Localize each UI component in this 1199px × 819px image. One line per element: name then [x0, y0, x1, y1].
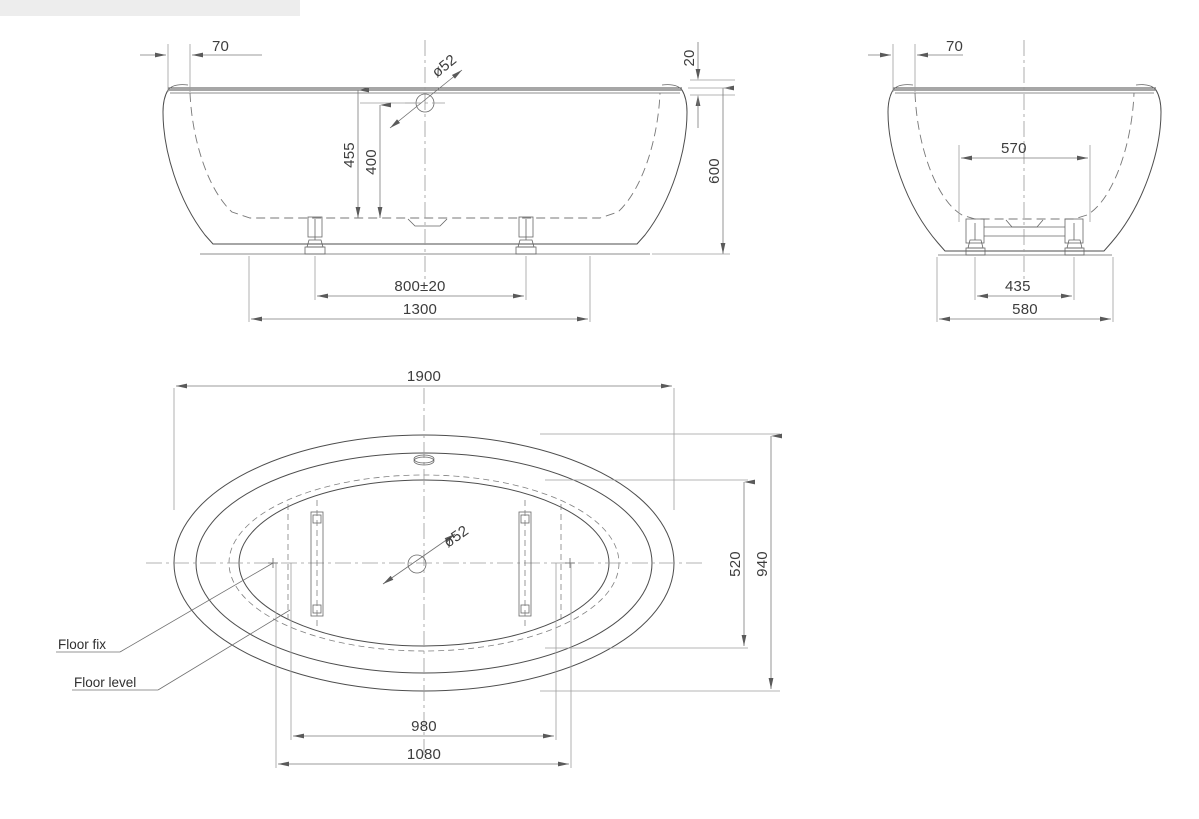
dim-520-label: 520	[727, 551, 744, 577]
rim-left-corner-side	[892, 84, 914, 91]
dim-1300-label: 1300	[403, 301, 437, 318]
dim-800-label: 800±20	[394, 278, 445, 295]
overflow-hole-plan-inner	[413, 456, 435, 466]
dim-520-arrow-bottom	[741, 635, 747, 646]
bath-outer-profile-side	[887, 89, 1162, 252]
leg-bracket-right	[1064, 218, 1084, 244]
dim-20-arrow-down	[695, 69, 701, 80]
leg-right-side	[1064, 223, 1085, 256]
dim-940-arrow-bottom	[768, 678, 774, 689]
leg-right-front	[515, 216, 537, 255]
dim-1080-label: 1080	[407, 746, 441, 763]
leg-left-side	[965, 223, 986, 256]
scan-artifact-band	[0, 0, 300, 16]
dim-435-label: 435	[1005, 278, 1031, 295]
floor-fix-leader	[119, 562, 274, 653]
inner-bowl-hidden-side	[914, 92, 1135, 220]
leg-bracket-left	[965, 218, 985, 244]
dim-400-arrow-bottom	[377, 207, 383, 218]
floor-fix-label: Floor fix	[58, 637, 106, 652]
dim-600-label: 600	[706, 158, 723, 184]
dim-980-label: 980	[411, 718, 437, 735]
leg-left-front	[304, 216, 326, 255]
floor-fix-rail-left	[310, 500, 324, 628]
overflow-diameter-label: ø52	[429, 51, 460, 81]
dim-400-label: 400	[363, 149, 380, 175]
drain-recess-front	[407, 218, 448, 227]
floor-level-leader	[157, 609, 291, 691]
support-footprint-hidden	[287, 504, 562, 624]
drain-diameter-label: ø52	[441, 522, 472, 551]
dim-455-arrow-bottom	[355, 207, 361, 218]
rim-right-corner	[661, 84, 683, 91]
bath-outer-profile-front	[162, 89, 688, 245]
dim-70-side-label: 70	[946, 38, 963, 55]
dim-20-label: 20	[681, 49, 698, 66]
drain-hole-plan	[407, 554, 427, 574]
rim-right-corner-side	[1135, 84, 1157, 91]
side-elevation-view: 70 570 435 580	[868, 38, 1162, 322]
rim-left-corner	[167, 84, 189, 91]
floor-fix-rail-right	[518, 500, 532, 628]
drain-recess-side	[1005, 219, 1044, 228]
dim-580-label: 580	[1012, 301, 1038, 318]
dim-70-front-label: 70	[212, 38, 229, 55]
overflow-hole-plan	[413, 454, 435, 464]
dim-1900-label: 1900	[407, 368, 441, 385]
floor-level-label: Floor level	[74, 675, 136, 690]
dim-570-label: 570	[1001, 140, 1027, 157]
dim-600-arrow-bottom	[720, 243, 726, 254]
front-elevation-view: ø52 70 455 400 20 600 800±20	[140, 38, 735, 322]
dim-940-label: 940	[754, 551, 771, 577]
plan-view: ø52 Floor fix Floo	[56, 368, 782, 768]
overflow-diameter-leader	[389, 69, 463, 129]
drain-diameter-leader	[382, 533, 456, 585]
fix-point-right	[565, 558, 575, 568]
dim-455-label: 455	[341, 142, 358, 168]
